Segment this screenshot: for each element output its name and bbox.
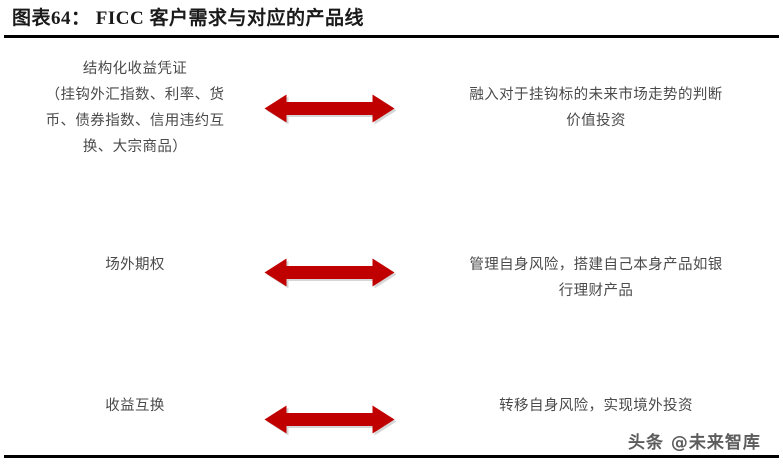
demand-label: 转移自身风险，实现境外投资	[499, 398, 693, 414]
product-label: 收益互换	[105, 398, 165, 414]
double-headed-arrow-icon	[262, 403, 396, 437]
diagram-body: 结构化收益凭证 （挂钩外汇指数、利率、货 币、债券指数、信用违约互 换、大宗商品…	[0, 38, 783, 453]
double-headed-arrow-icon	[262, 256, 396, 290]
product-label: 结构化收益凭证 （挂钩外汇指数、利率、货 币、债券指数、信用违约互 换、大宗商品…	[45, 61, 225, 155]
figure-divider-bottom	[4, 455, 779, 458]
figure-title-bar: 图表64： FICC 客户需求与对应的产品线	[0, 0, 783, 36]
page-title: 图表64： FICC 客户需求与对应的产品线	[12, 8, 364, 29]
double-headed-arrow-icon	[262, 92, 396, 126]
watermark-label: 头条 @未来智库	[628, 433, 761, 453]
product-label: 场外期权	[105, 257, 165, 273]
diagram-row: 收益互换 转移自身风险，实现境外投资	[0, 383, 783, 463]
demand-label: 管理自身风险，搭建自己本身产品如银 行理财产品	[469, 257, 723, 299]
diagram-row: 场外期权 管理自身风险，搭建自己本身产品如银 行理财产品	[0, 238, 783, 338]
title-divider-top	[4, 35, 779, 38]
diagram-row: 结构化收益凭证 （挂钩外汇指数、利率、货 币、债券指数、信用违约互 换、大宗商品…	[0, 50, 783, 180]
demand-label: 融入对于挂钩标的未来市场走势的判断 价值投资	[469, 87, 723, 129]
